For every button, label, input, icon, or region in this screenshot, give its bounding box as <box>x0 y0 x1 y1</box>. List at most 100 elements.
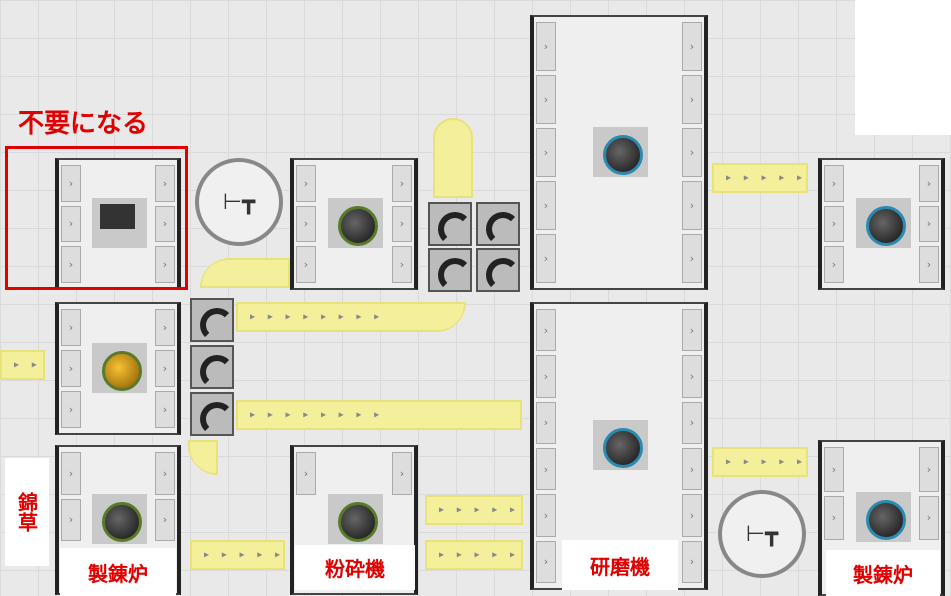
belt-bridge-icon[interactable] <box>190 392 234 436</box>
port-slot[interactable]: › <box>296 165 316 202</box>
port-slot[interactable]: › <box>682 22 702 71</box>
port-slot[interactable]: › <box>919 447 939 492</box>
machine-smelter-ore[interactable]: › › › › › › <box>55 302 181 435</box>
port-slot[interactable]: › <box>919 205 939 243</box>
port-slot[interactable]: › <box>155 452 175 495</box>
port-slot[interactable]: › <box>155 165 175 202</box>
machine-smelter-right-top[interactable]: ›››››› <box>818 158 945 290</box>
port-slot[interactable]: › <box>682 540 702 583</box>
port-slot[interactable]: › <box>296 452 316 495</box>
port-slot[interactable]: › <box>682 401 702 444</box>
port-slot[interactable]: › <box>682 128 702 177</box>
port-slot[interactable]: › <box>536 309 556 352</box>
power-pylon-icon[interactable]: ⊢┳ <box>718 490 806 578</box>
port-slot[interactable]: › <box>155 391 175 428</box>
port-slot[interactable]: › <box>296 246 316 283</box>
item-icon <box>102 350 142 391</box>
port-slot[interactable]: › <box>536 401 556 444</box>
port-slot[interactable]: › <box>824 246 844 283</box>
belt-bridge-icon[interactable] <box>428 248 472 292</box>
port-slot[interactable]: › <box>682 494 702 537</box>
port-slot[interactable]: › <box>392 246 412 283</box>
port-slot[interactable]: › <box>155 246 175 283</box>
port-slot[interactable]: › <box>536 128 556 177</box>
port-slot[interactable]: › <box>682 355 702 398</box>
machine-unneeded[interactable]: ›››››› <box>55 158 181 290</box>
port-slot[interactable]: › <box>682 181 702 230</box>
port-slot[interactable]: › <box>919 495 939 541</box>
belt-bridge-icon[interactable] <box>190 345 234 389</box>
port-slot[interactable]: › <box>392 452 412 495</box>
port-slot[interactable]: › <box>682 448 702 491</box>
port-slot[interactable]: › <box>155 309 175 346</box>
port-slot[interactable]: › <box>536 75 556 124</box>
highlight-box-top <box>5 146 188 149</box>
port-slot[interactable]: › <box>536 494 556 537</box>
port-slot[interactable]: › <box>682 309 702 352</box>
port-slot[interactable]: › <box>824 447 844 492</box>
item-icon <box>865 500 906 540</box>
annotation-unneeded: 不要になる <box>18 109 149 139</box>
port-slot[interactable]: › <box>155 205 175 243</box>
port-slot[interactable]: › <box>296 205 316 243</box>
port-slot[interactable]: › <box>155 498 175 542</box>
item-icon <box>603 134 643 175</box>
power-pylon-icon[interactable]: ⊢┳ <box>195 158 283 246</box>
label-crusher: 粉砕機 <box>295 545 415 590</box>
belt-mid-2[interactable] <box>236 400 522 430</box>
label-smelter-right: 製錬炉 <box>826 550 940 596</box>
port-slot[interactable]: › <box>536 22 556 71</box>
port-slot[interactable]: › <box>61 246 81 283</box>
label-nishiki-grass: 錦草 <box>5 458 49 566</box>
port-slot[interactable]: › <box>536 234 556 283</box>
port-slot[interactable]: › <box>824 495 844 541</box>
highlight-box-left <box>5 146 8 290</box>
belt-bottom-3[interactable] <box>425 540 523 570</box>
item-icon <box>102 502 142 542</box>
label-smelter-left: 製錬炉 <box>60 548 176 596</box>
port-slot[interactable]: › <box>61 391 81 428</box>
port-slot[interactable]: › <box>824 205 844 243</box>
port-slot[interactable]: › <box>61 165 81 202</box>
belt-bottom-2[interactable] <box>425 495 523 525</box>
port-slot[interactable]: › <box>61 452 81 495</box>
port-slot[interactable]: › <box>392 205 412 243</box>
port-slot[interactable]: › <box>919 246 939 283</box>
port-slot[interactable]: › <box>61 498 81 542</box>
port-slot[interactable]: › <box>536 355 556 398</box>
blank-area <box>855 0 951 135</box>
port-slot[interactable]: › <box>61 309 81 346</box>
port-slot[interactable]: › <box>536 181 556 230</box>
port-slot[interactable]: › <box>61 350 81 387</box>
belt-bridge-icon[interactable] <box>476 248 520 292</box>
port-slot[interactable]: › <box>155 350 175 387</box>
plant-icon <box>100 204 135 229</box>
belt-bridge-icon[interactable] <box>428 202 472 246</box>
machine-grinder-top[interactable]: ›››››››››› <box>530 15 708 290</box>
port-slot[interactable]: › <box>682 234 702 283</box>
belt-bridge-icon[interactable] <box>476 202 520 246</box>
port-slot[interactable]: › <box>536 540 556 583</box>
belt-vertical-top[interactable] <box>433 118 473 198</box>
port-slot[interactable]: › <box>824 165 844 202</box>
machine-crusher-top[interactable]: ›››››› <box>290 158 418 290</box>
port-slot[interactable]: › <box>919 165 939 202</box>
item-icon <box>603 428 643 468</box>
belt-input-left[interactable] <box>0 350 45 380</box>
highlight-box-right <box>185 146 188 290</box>
belt-mid-1[interactable] <box>236 302 466 332</box>
port-slot[interactable]: › <box>682 75 702 124</box>
port-slot[interactable]: › <box>61 205 81 243</box>
machine-grinder-bottom[interactable]: ›››››››››››› <box>530 302 708 590</box>
item-icon <box>865 206 906 246</box>
belt-bottom-1[interactable] <box>190 540 285 570</box>
belt-bridge-icon[interactable] <box>190 298 234 342</box>
highlight-box-bottom <box>5 287 188 290</box>
belt-curve-bottom[interactable] <box>188 440 218 475</box>
port-slot[interactable]: › <box>392 165 412 202</box>
belt-curve-left[interactable] <box>200 258 290 288</box>
belt-right-1[interactable] <box>712 163 808 193</box>
belt-right-2[interactable] <box>712 447 808 477</box>
port-slot[interactable]: › <box>536 448 556 491</box>
